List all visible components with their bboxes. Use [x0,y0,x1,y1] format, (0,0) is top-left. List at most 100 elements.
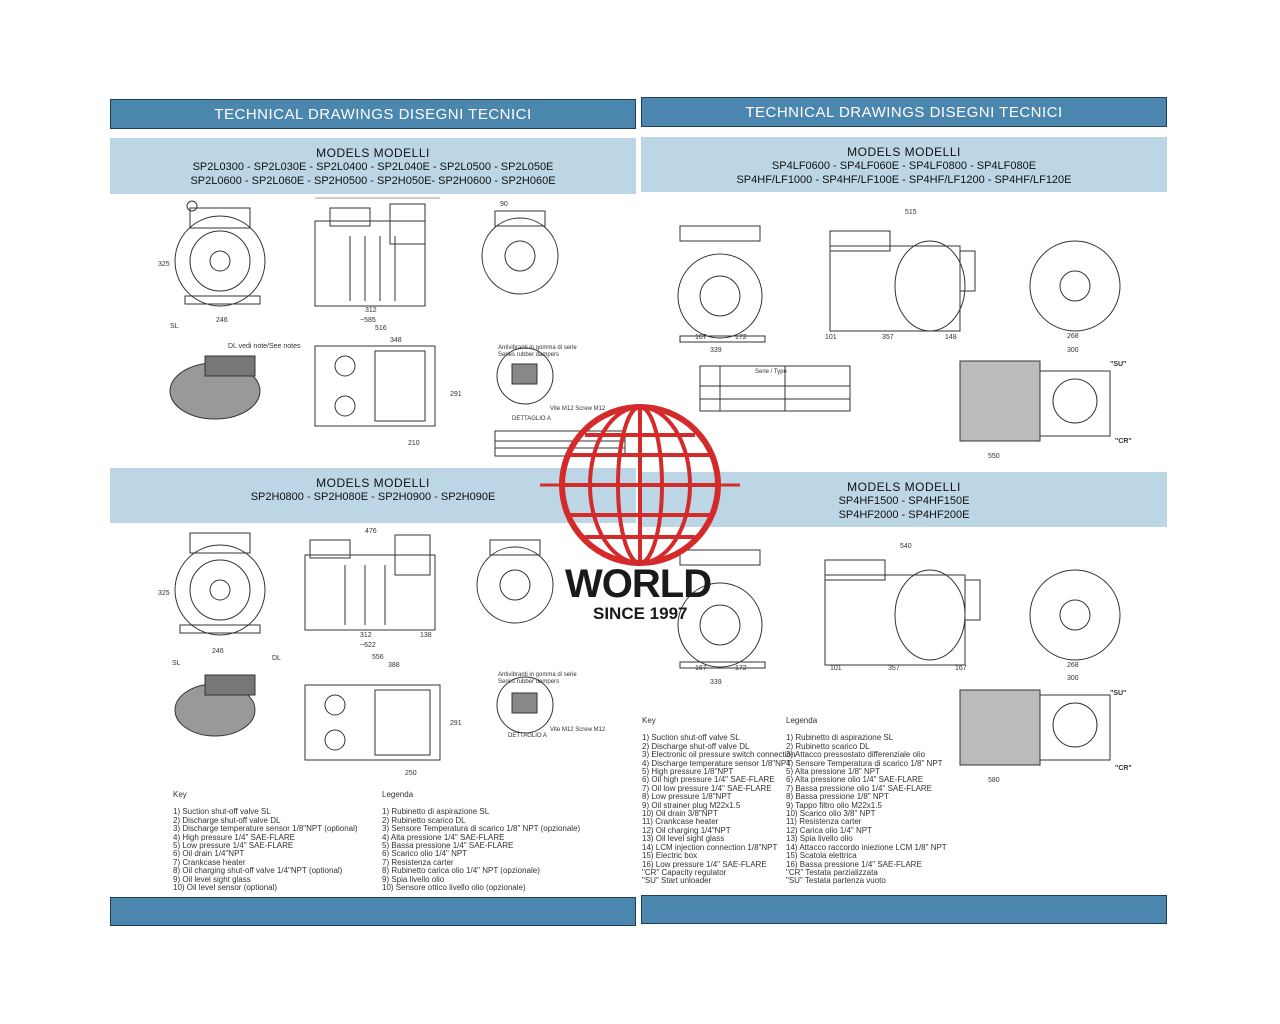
models-title: MODELS MODELLI [316,476,430,490]
models-line: SP2H0800 - SP2H080E - SP2H0900 - SP2H090… [250,491,496,503]
key-item: 10) Sensore ottico livello olio (opziona… [382,883,526,893]
key-item: 6) Oil drain 1/4"NPT [173,849,245,859]
detail-label: DETTAGLIO A [508,733,547,739]
dim-label: 172 [735,665,747,672]
top-view [959,689,1111,766]
series-table [494,430,626,457]
dim-label: 138 [420,632,432,639]
watermark-word: WORLD [565,562,712,606]
screw-label: Vite M12 Screw M12 [550,406,606,412]
dim-label: 167 [955,665,967,672]
key-item: 2) Rubinetto scarico DL [382,815,466,825]
su-label: "SU" [1110,361,1126,368]
key-item: 8) Low pressure 1/8"NPT [642,792,732,802]
end-view [476,539,554,624]
dim-label: 268 [1067,333,1079,340]
key-item: 14) LCM injection connection 1/8"NPT [642,842,778,852]
key-title: Key [173,790,187,799]
dim-label: 540 [900,543,912,550]
key-item: 12) Oil charging 1/4"NPT [642,825,731,835]
dim-label: 357 [882,334,894,341]
detail-a [496,347,554,405]
key-item: 4) High pressure 1/4" SAE-FLARE [173,832,295,842]
left-bottom-drawing: 476 556 388 312 138 246 250 ~622 325 291… [158,528,606,777]
key-item: 5) Low pressure 1/4" SAE-FLARE [173,841,294,851]
right-header-bar: TECHNICAL DRAWINGS DISEGNI TECNICI [641,97,1167,127]
models-line: SP4HF2000 - SP4HF200E [838,509,970,521]
top-view [959,360,1111,442]
key-item: "SU" Start unloader [642,876,712,886]
dim-label: 210 [408,440,420,447]
dim-label: 580 [988,777,1000,784]
dim-label: 516 [375,325,387,332]
dim-label: 101 [830,665,842,672]
world-globe-logo [540,404,740,566]
end-view [1029,240,1121,332]
key-item: 4) Sensore Temperatura di scarico 1/8" N… [786,758,943,768]
side-view [314,197,440,307]
key-item: 1) Rubinetto di aspirazione SL [786,733,894,743]
dim-label: 515 [905,209,917,216]
detail-label: DETTAGLIO A [512,416,551,422]
right-bottom-drawing: 540 167 172 339 101 357 167 268 300 580 … [677,543,1132,784]
key-title: Key [642,716,656,725]
dim-label: 300 [1067,675,1079,682]
key-item: 11) Crankcase heater [642,817,719,827]
top-view [314,345,436,427]
dim-label: 250 [405,770,417,777]
screw-label: Vite M12 Screw M12 [550,727,606,733]
models-title: MODELS MODELLI [847,480,961,494]
top-view [304,684,441,761]
dim-label: 550 [988,453,1000,460]
models-line: SP2L0300 - SP2L030E - SP2L0400 - SP2L040… [192,161,554,173]
key-item: 2) Discharge shut-off valve DL [173,815,281,825]
key-item: 9) Tappo filtro olio M22x1.5 [786,800,882,810]
models-title: MODELS MODELLI [847,145,961,159]
right-models-bottom: MODELS MODELLI SP4HF1500 - SP4HF150E SP4… [641,472,1167,527]
key-item: 10) Scarico olio 3/8" NPT [786,809,876,819]
models-line: SP4HF1500 - SP4HF150E [838,495,970,507]
key-item: 14) Attacco raccordo iniezione LCM 1/8" … [786,842,947,852]
dim-label: 291 [450,720,462,727]
left-top-drawing: 438 516 348 312 246 210 325 291 ~585 90 … [158,196,626,457]
dim-label: 312 [365,307,377,314]
dim-label: 90 [500,201,508,208]
side-view [829,230,976,332]
dim-label: ~585 [360,317,376,324]
right-footer-bar [641,895,1167,924]
dim-label: ~622 [360,642,376,649]
legenda-title: Legenda [382,790,414,799]
dim-label: 476 [365,528,377,535]
dim-label: 268 [1067,662,1079,669]
key-item: 6) Scarico olio 1/4" NPT [382,849,468,859]
end-view [481,210,559,295]
key-item: 3) Electronic oil pressure switch connec… [642,750,796,760]
key-item: 9) Oil level sight glass [173,874,251,884]
key-item: 3) Attacco pressostato differenziale oli… [786,750,926,760]
dim-label: 291 [450,391,462,398]
end-view [1029,569,1121,661]
key-item: 6) Alta pressione olio 1/4" SAE-FLARE [786,775,924,785]
key-item: 4) Discharge temperature sensor 1/8"NPT [642,758,792,768]
key-item: 15) Electric box [642,851,698,861]
dim-label: 172 [735,334,747,341]
key-item: "CR" Testata parzializzata [786,867,878,877]
key-item: 7) Bassa pressione olio 1/4" SAE-FLARE [786,783,933,793]
key-item: 6) Oil high pressure 1/4" SAE-FLARE [642,775,775,785]
dim-label: 348 [390,337,402,344]
key-item: 13) Spia livello olio [786,834,853,844]
legenda-title: Legenda [786,716,818,725]
key-item: 7) Crankcase heater [173,857,246,867]
key-item: 3) Discharge temperature sensor 1/8"NPT … [173,824,358,834]
dim-label: 325 [158,261,170,268]
models-line: SP4LF0600 - SP4LF060E - SP4LF0800 - SP4L… [771,160,1037,172]
key-item: 5) High pressure 1/8"NPT [642,767,734,777]
photo-compressor [174,674,256,737]
dim-label: 357 [888,665,900,672]
key-item: 12) Carica olio 1/4" NPT [786,825,872,835]
detail-a [496,676,554,734]
photo-compressor [169,355,261,420]
